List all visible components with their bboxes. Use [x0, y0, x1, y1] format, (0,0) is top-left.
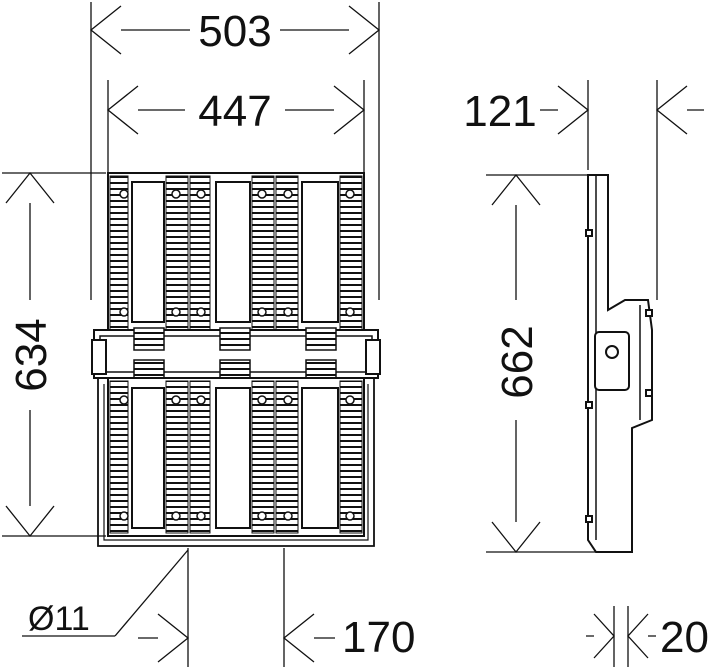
lower-led-module-2	[215, 387, 251, 529]
side-pivot-bracket	[594, 331, 630, 391]
dim-label-662: 662	[493, 325, 542, 398]
lower-led-module-3	[301, 387, 339, 529]
upper-led-module-2	[215, 181, 251, 323]
dimension-bracket-thickness	[586, 606, 656, 667]
dim-label-503: 503	[198, 7, 271, 56]
upper-led-module-3	[301, 181, 339, 323]
dim-label-hole-diameter: Ø11	[28, 600, 90, 638]
lower-led-module-1	[131, 387, 165, 529]
upper-led-module-1	[131, 181, 165, 323]
left-pivot-knob	[91, 339, 107, 375]
dimension-hole-spacing	[22, 548, 335, 667]
dim-label-634: 634	[7, 318, 56, 391]
dim-label-170: 170	[342, 613, 415, 662]
dimension-inner-width	[106, 80, 366, 175]
floodlight-front-view	[91, 172, 381, 547]
dimension-depth	[540, 80, 704, 300]
dimension-side-height	[486, 173, 596, 554]
dim-label-447: 447	[198, 87, 271, 136]
dimension-overall-width	[89, 2, 381, 300]
u-bracket	[97, 378, 375, 547]
dim-label-121: 121	[463, 87, 536, 136]
screw-holes	[119, 189, 355, 521]
side-pivot-bolt	[605, 345, 619, 359]
right-pivot-knob	[365, 339, 381, 375]
dimension-front-height	[2, 171, 106, 538]
floodlight-side-view	[585, 174, 653, 553]
dim-label-20: 20	[660, 613, 709, 662]
